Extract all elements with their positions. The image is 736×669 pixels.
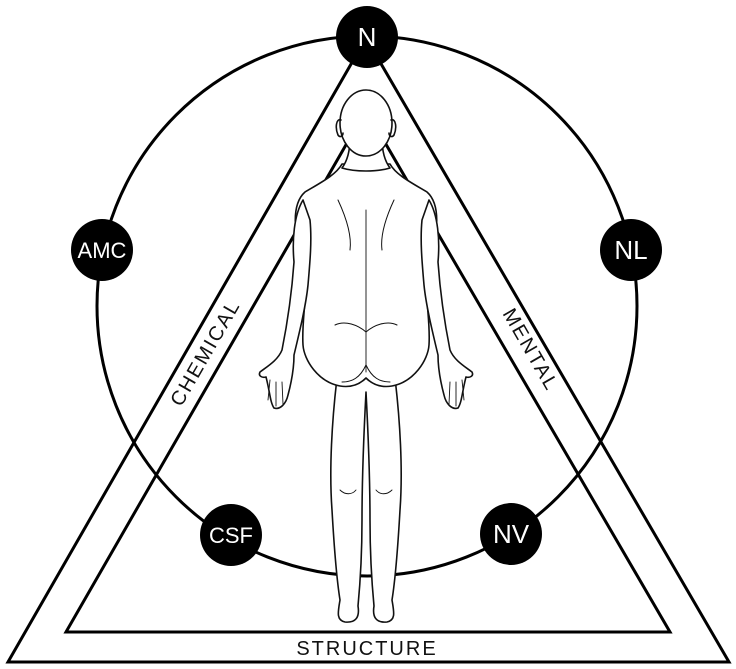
structure-label: STRUCTURE [296,638,437,660]
node-bottom-left-label: CSF [209,523,253,548]
node-right-label: NL [614,235,647,265]
chemical-label: CHEMICAL [166,296,245,410]
node-top-label: N [358,22,377,52]
human-body-back-view-icon [258,89,474,623]
node-left: AMC [71,219,133,281]
node-left-label: AMC [78,238,127,263]
outer-triangle [5,35,732,664]
inner-triangle [63,107,673,634]
node-bottom-right-label: NV [493,519,530,549]
node-top: N [336,6,398,68]
node-bottom-right: NV [480,503,542,565]
node-right: NL [600,219,662,281]
node-bottom-left: CSF [200,504,262,566]
